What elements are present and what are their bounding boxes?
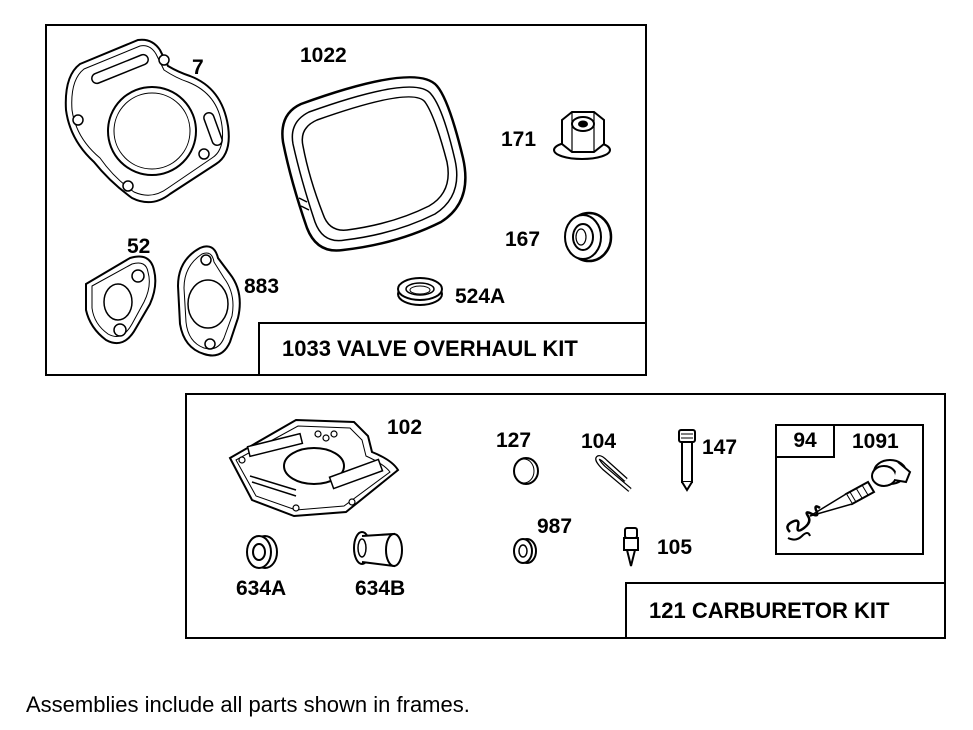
valve-cover-gasket-1022-drawing xyxy=(277,72,477,262)
part-label-102: 102 xyxy=(387,416,423,439)
sub-kit-label-1091: 1091 xyxy=(852,430,899,453)
sub-kit-frame xyxy=(775,424,924,555)
needle-valve-105-drawing xyxy=(620,526,642,570)
disc-127-drawing xyxy=(511,456,541,486)
seal-167-drawing xyxy=(561,211,613,263)
part-label-167: 167 xyxy=(505,228,541,251)
part-label-987: 987 xyxy=(537,515,573,538)
part-label-52: 52 xyxy=(127,235,151,258)
part-label-147: 147 xyxy=(702,436,738,459)
gasket-52-drawing xyxy=(80,254,170,349)
part-label-105: 105 xyxy=(657,536,693,559)
valve-seal-524a-drawing xyxy=(396,276,444,306)
sub-kit-label-94: 94 xyxy=(775,424,835,458)
part-label-171: 171 xyxy=(501,128,537,151)
carburetor-kit-frame xyxy=(185,393,946,639)
part-label-7: 7 xyxy=(192,56,204,79)
part-label-104: 104 xyxy=(581,430,617,453)
part-label-127: 127 xyxy=(496,429,532,452)
part-label-634b: 634B xyxy=(355,577,406,600)
part-label-883: 883 xyxy=(244,275,280,298)
bushing-634a-drawing xyxy=(245,534,279,570)
head-gasket-7-drawing xyxy=(60,36,235,211)
part-label-634a: 634A xyxy=(236,577,287,600)
carburetor-kit-title: 121 CARBURETOR KIT xyxy=(625,582,946,639)
sleeve-634b-drawing xyxy=(350,528,406,572)
footnote: Assemblies include all parts shown in fr… xyxy=(26,692,470,717)
part-label-524a: 524A xyxy=(455,285,506,308)
valve-overhaul-kit-title: 1033 VALVE OVERHAUL KIT xyxy=(258,322,647,376)
pin-147-drawing xyxy=(675,426,699,494)
mixture-screw-spring-drawing xyxy=(780,452,920,550)
nut-171-drawing xyxy=(552,110,614,162)
clip-104-drawing xyxy=(590,454,634,494)
washer-987-drawing xyxy=(512,537,538,565)
carburetor-gasket-102-drawing xyxy=(222,412,402,522)
gasket-883-drawing xyxy=(174,244,246,360)
part-label-1022: 1022 xyxy=(300,44,347,67)
